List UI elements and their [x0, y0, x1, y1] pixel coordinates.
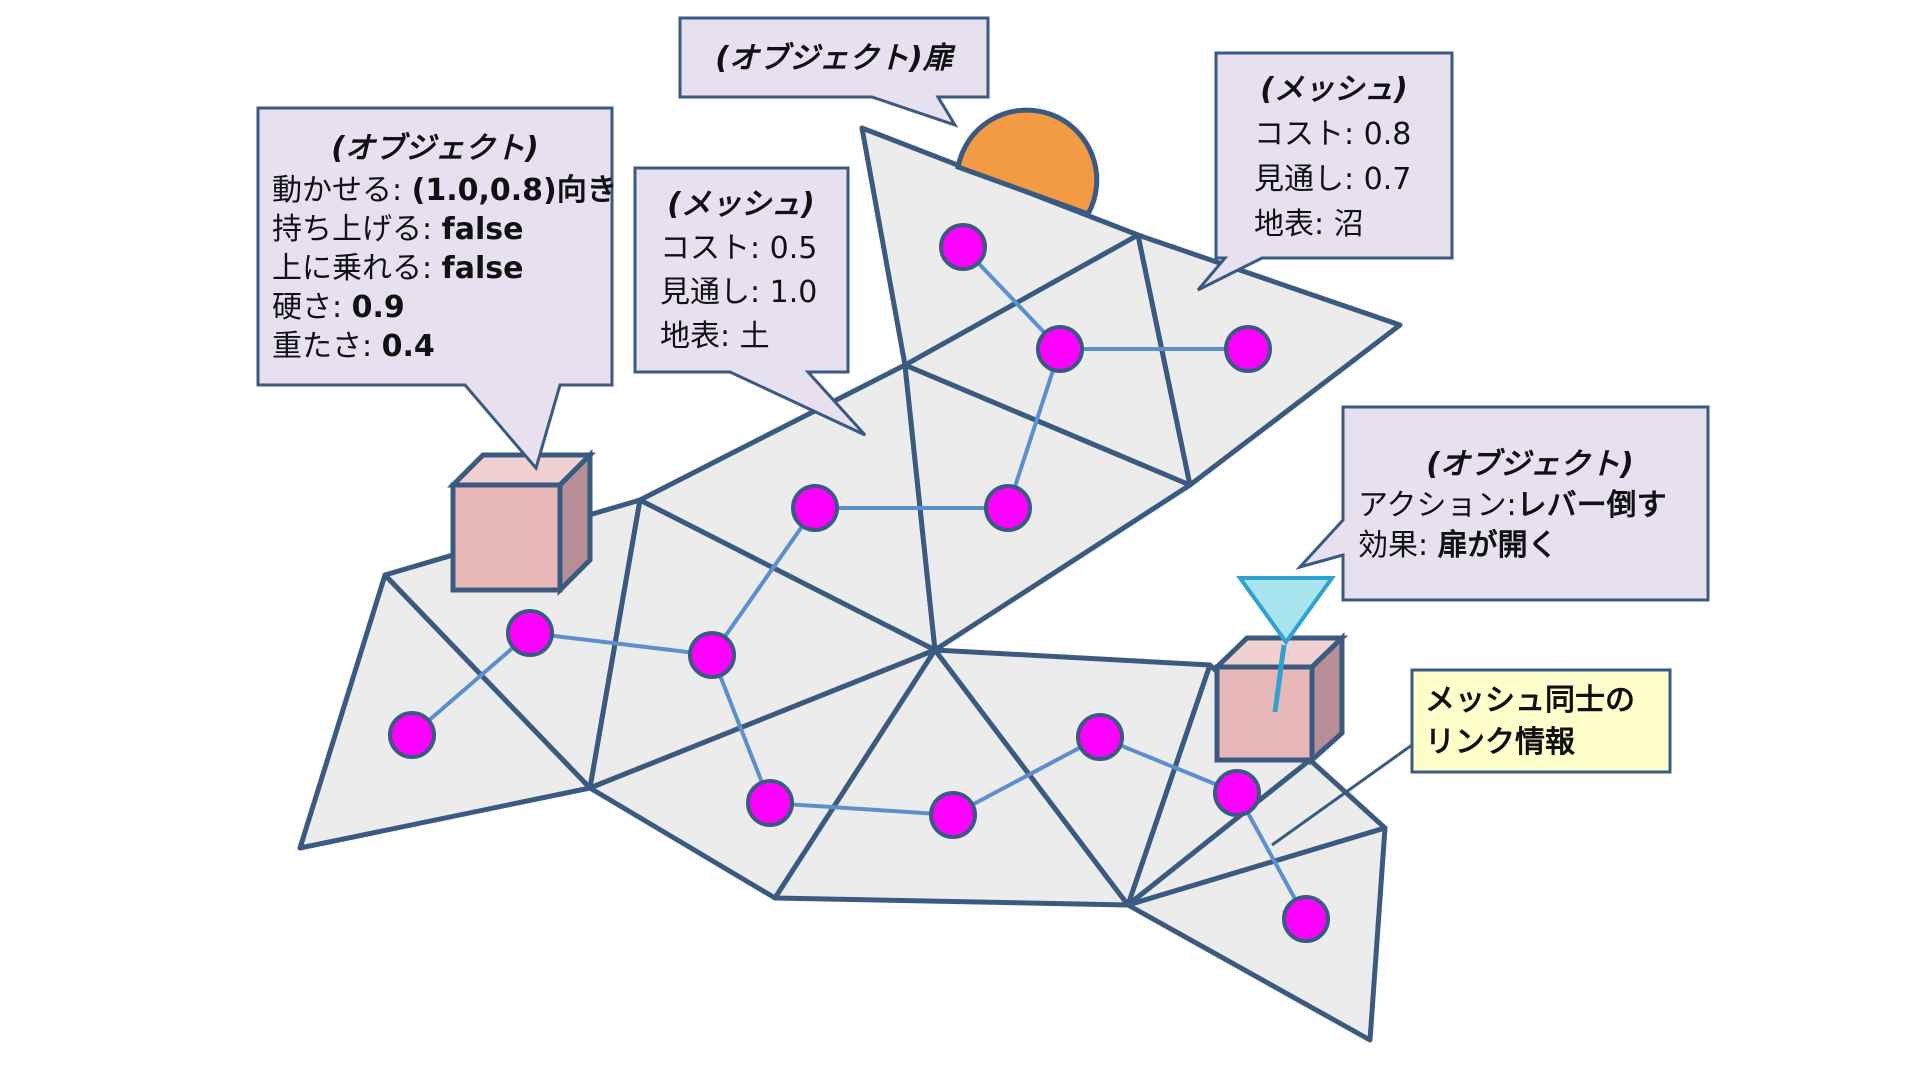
- mesh-node: [1036, 325, 1084, 373]
- note-line: リンク情報: [1425, 725, 1576, 760]
- mesh-node: [388, 711, 436, 759]
- callout-lever-object: (オブジェクト) アクション:レバー倒す 効果: 扉が開く: [1295, 405, 1710, 602]
- note-pointer: [1271, 743, 1413, 847]
- mesh-node: [506, 609, 554, 657]
- callout-line: 持ち上げる: false: [272, 212, 523, 247]
- note-line: メッシュ同士の: [1425, 683, 1635, 718]
- mesh-node: [688, 631, 736, 679]
- callout-line: コスト: 0.8: [1254, 117, 1411, 152]
- callout-mesh-b: (メッシュ) コスト: 0.8 見通し: 0.7 地表: 沼: [1196, 51, 1454, 292]
- mesh-node: [984, 484, 1032, 532]
- callout-line: 見通し: 0.7: [1254, 162, 1411, 197]
- mesh-triangle: [1125, 825, 1388, 1043]
- callout-mesh-a: (メッシュ) コスト: 0.5 見通し: 1.0 地表: 土: [633, 166, 867, 437]
- movable-block-object: [446, 448, 597, 597]
- lever-icon: [1236, 576, 1336, 646]
- mesh-node: [791, 484, 839, 532]
- callout-line: 地表: 沼: [1254, 207, 1364, 242]
- lever-stick: [1272, 644, 1287, 713]
- door-object: [955, 107, 1100, 218]
- callout-line: 見通し: 1.0: [660, 275, 817, 310]
- callout-block-object: (オブジェクト) 動かせる: (1.0,0.8)向き 持ち上げる: false …: [256, 106, 617, 472]
- callout-line: 効果: 扉が開く: [1358, 528, 1558, 563]
- callout-line: 硬さ: 0.9: [272, 290, 405, 325]
- callout-line: 重たさ: 0.4: [272, 329, 435, 364]
- callout-title: (メッシュ): [1260, 72, 1407, 107]
- callout-line: 上に乗れる: false: [272, 251, 523, 286]
- callout-title: (オブジェクト)扉: [715, 41, 955, 76]
- mesh-node: [1224, 325, 1272, 373]
- mesh-node: [1213, 769, 1261, 817]
- lever-block-object: [1210, 576, 1349, 766]
- callout-line: 地表: 土: [660, 319, 770, 354]
- callout-door-object: (オブジェクト)扉: [678, 16, 990, 128]
- mesh-node: [939, 223, 987, 271]
- callout-title: (メッシュ): [667, 187, 814, 222]
- callout-title: (オブジェクト): [1426, 447, 1633, 482]
- mesh-nodes: [388, 223, 1330, 943]
- mesh-node: [746, 779, 794, 827]
- callout-line: 動かせる: (1.0,0.8)向き: [272, 173, 617, 208]
- callout-title: (オブジェクト): [331, 131, 538, 166]
- callout-line: コスト: 0.5: [660, 231, 817, 266]
- mesh-node: [1076, 713, 1124, 761]
- mesh-node: [929, 791, 977, 839]
- mesh-node: [1282, 895, 1330, 943]
- link-info-note: メッシュ同士の リンク情報: [1271, 668, 1672, 847]
- callout-line: アクション:レバー倒す: [1358, 488, 1667, 523]
